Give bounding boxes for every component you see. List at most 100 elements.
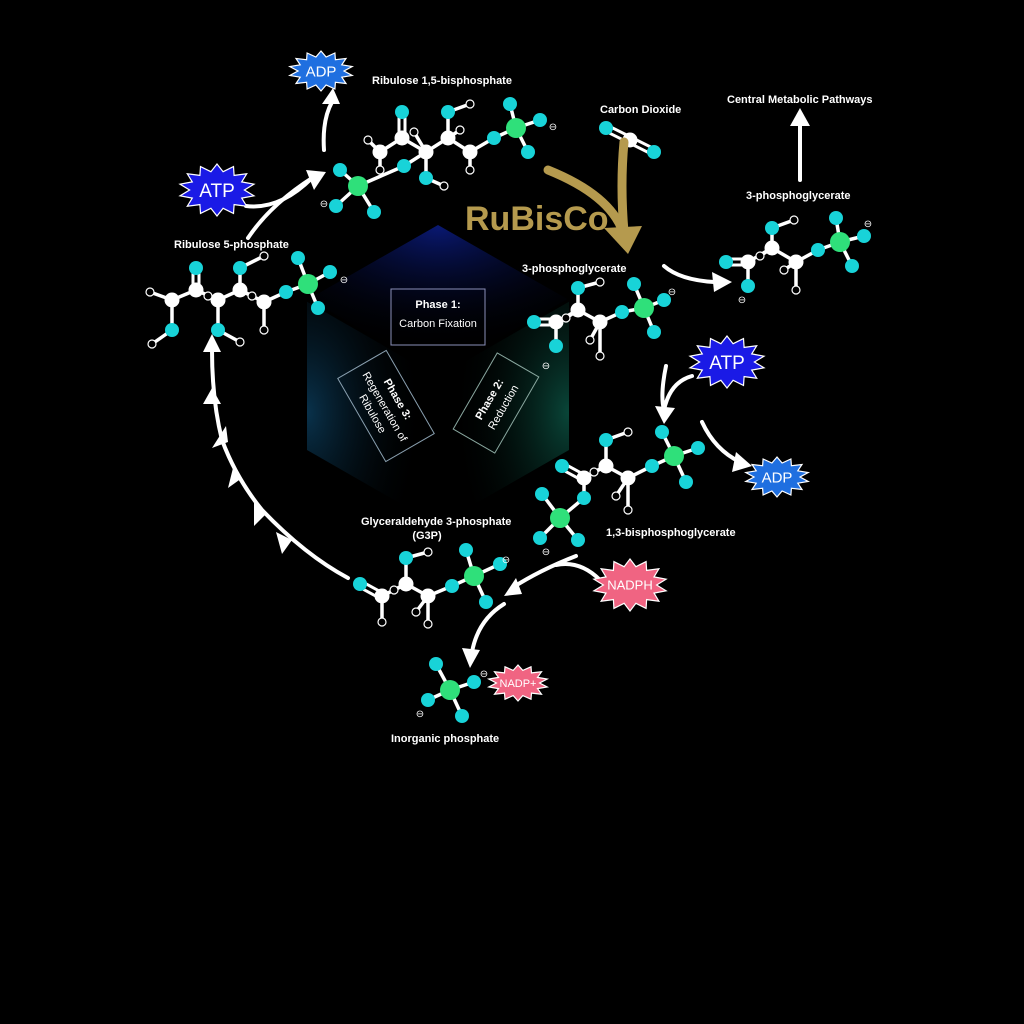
charge-symbol: ⊖ [320,199,328,210]
oxygen-atom [647,325,661,339]
oxygen-atom [445,579,459,593]
carbon-atom [398,576,414,592]
charge-symbol: ⊖ [340,275,348,286]
oxygen-atom [399,551,413,565]
phosphorus-atom [550,508,570,528]
carbon-atom [764,240,780,256]
oxygen-atom [165,323,179,337]
molecule-bpg: ⊖ [533,425,705,558]
oxygen-atom [599,433,613,447]
oxygen-atom [571,281,585,295]
hydrogen-atom [455,125,465,135]
oxygen-atom [527,315,541,329]
label-pga-in: 3-phosphoglycerate [522,263,627,275]
hydrogen-atom [409,127,419,137]
hydrogen-atom [755,251,765,261]
oxygen-atom [615,305,629,319]
rubisco-arrow [543,137,642,254]
carbon-atom [440,130,456,146]
carbon-atom [548,314,564,330]
atp-left-token-label: ATP [199,181,235,202]
phase-1-box: Phase 1: Carbon Fixation [390,288,486,346]
adp-right-token-label: ADP [762,469,793,486]
hydrogen-atom [145,287,155,297]
oxygen-atom [421,693,435,707]
hydrogen-atom [439,181,449,191]
oxygen-atom [679,475,693,489]
molecule-pga-out: ⊖⊖ [719,211,872,306]
oxygen-atom [189,261,203,275]
oxygen-atom [657,293,671,307]
oxygen-atom [323,265,337,279]
phase-wedges [306,225,570,525]
molecule-ru5p: ⊖ [145,251,348,349]
oxygen-atom [353,577,367,591]
label-pga-out: 3-phosphoglycerate [746,190,851,202]
hydrogen-atom [423,619,433,629]
phase-1-label: Carbon Fixation [399,318,477,330]
oxygen-atom [571,533,585,547]
atp-right-token: ATP [688,335,766,389]
label-rubp: Ribulose 1,5-bisphosphate [372,75,512,87]
hydrogen-atom [595,277,605,287]
carbon-atom [256,294,272,310]
oxygen-atom [549,339,563,353]
hydrogen-atom [423,547,433,557]
oxygen-atom [765,221,779,235]
oxygen-atom [493,557,507,571]
charge-symbol: ⊖ [502,555,510,566]
hydrogen-atom [465,165,475,175]
nadp-token-label: NADP+ [500,678,537,690]
atp-right-token-label: ATP [709,353,745,374]
carbon-atom [394,130,410,146]
oxygen-atom [395,105,409,119]
label-bpg: 1,3-bisphosphoglycerate [606,527,736,539]
hydrogen-atom [589,467,599,477]
phosphorus-atom [634,298,654,318]
hydrogen-atom [623,505,633,515]
adp-top-token: ADP [287,50,355,92]
oxygen-atom [533,113,547,127]
oxygen-atom [367,205,381,219]
carbon-atom [740,254,756,270]
molecule-layer: ⊖⊖⊖⊖⊖⊖⊖⊖⊖⊖⊖ [145,97,872,723]
hydrogen-atom [259,251,269,261]
arrow-atp-right-in [662,374,694,412]
carbon-atom [372,144,388,160]
oxygen-atom [521,145,535,159]
oxygen-atom [535,487,549,501]
oxygen-atom [655,425,669,439]
oxygen-atom [329,199,343,213]
token-layer: ADP ATP ATP ADP NADPH NADP+ [178,50,811,702]
hydrogen-atom [203,291,213,301]
hydrogen-atom [623,427,633,437]
charge-symbol: ⊖ [480,669,488,680]
oxygen-atom [691,441,705,455]
carbon-atom [164,292,180,308]
hydrogen-atom [561,313,571,323]
oxygen-atom [627,277,641,291]
oxygen-atom [533,531,547,545]
carbon-atom [188,282,204,298]
carbon-atom [374,588,390,604]
hydrogen-atom [411,607,421,617]
charge-symbol: ⊖ [668,287,676,298]
carbon-atom [420,588,436,604]
arrow-pga-out [662,264,716,284]
rubisco-enzyme-label: RuBisCo [465,200,609,238]
arrow-ru5p-to-rubp [246,176,314,240]
arrow-g3p-to-pi [470,602,506,654]
oxygen-atom [333,163,347,177]
carbon-atom [592,314,608,330]
phosphorus-atom [664,446,684,466]
label-g3p: Glyceraldehyde 3-phosphate [361,516,511,528]
hydrogen-atom [363,135,373,145]
nadph-token-label: NADPH [607,578,653,593]
adp-right-token: ADP [743,456,811,498]
hydrogen-atom [147,339,157,349]
carbon-atom [576,470,592,486]
oxygen-atom [829,211,843,225]
oxygen-atom [599,121,613,135]
phosphorus-atom [830,232,850,252]
